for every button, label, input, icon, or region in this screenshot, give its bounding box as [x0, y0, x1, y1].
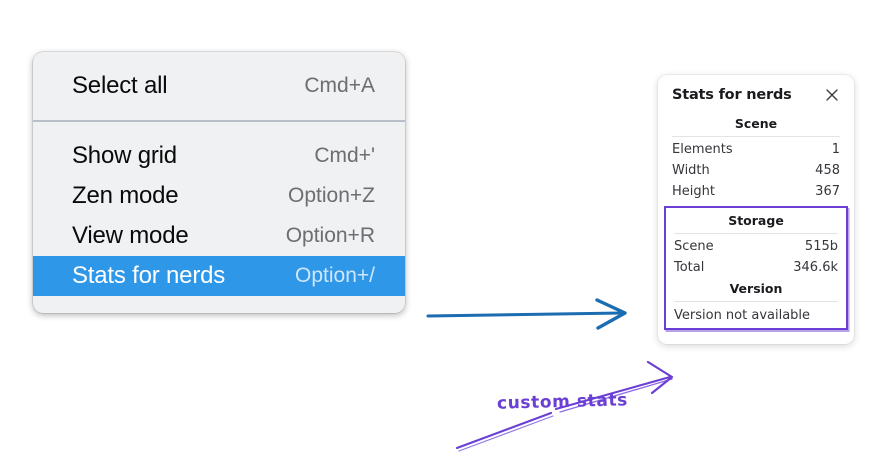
- context-menu: Select all Cmd+A Show grid Cmd+' Zen mod…: [33, 52, 405, 313]
- section-divider: [674, 233, 838, 234]
- stat-row-elements: Elements 1: [672, 139, 840, 160]
- stat-label: Elements: [672, 142, 733, 157]
- menu-item-label: View mode: [72, 222, 189, 249]
- stat-value: 367: [815, 184, 840, 199]
- stat-label: Scene: [674, 239, 714, 254]
- stat-label: Height: [672, 184, 715, 199]
- version-not-available-text: Version not available: [674, 308, 811, 323]
- menu-item-shortcut: Option+/: [295, 264, 375, 287]
- stat-label: Total: [674, 260, 705, 275]
- menu-bottom-padding: [33, 296, 405, 313]
- custom-stats-underline: [455, 411, 554, 452]
- stats-panel-header: Stats for nerds: [672, 87, 840, 103]
- menu-item-stats-for-nerds[interactable]: Stats for nerds Option+/: [33, 256, 405, 296]
- menu-to-panel-arrow: [426, 298, 627, 330]
- stat-label: Width: [672, 163, 710, 178]
- stats-section-version: Version Version not available: [674, 278, 838, 324]
- custom-stats-note: custom stats: [496, 390, 629, 414]
- menu-item-label: Select all: [72, 72, 168, 99]
- custom-stats-highlight-box: Storage Scene 515b Total 346.6k Version …: [664, 206, 848, 330]
- menu-item-shortcut: Cmd+A: [304, 74, 375, 97]
- stat-row-storage-scene: Scene 515b: [674, 236, 838, 257]
- menu-item-shortcut: Cmd+': [314, 144, 375, 167]
- stat-value: 515b: [804, 239, 838, 254]
- menu-item-shortcut: Option+R: [285, 224, 375, 247]
- section-title-storage: Storage: [728, 213, 784, 228]
- menu-item-label: Stats for nerds: [72, 262, 226, 289]
- menu-item-select-all[interactable]: Select all Cmd+A: [33, 66, 405, 106]
- close-icon[interactable]: [824, 87, 840, 103]
- section-divider: [672, 136, 840, 137]
- stats-section-scene: Scene Elements 1 Width 458 Height 367: [672, 113, 840, 202]
- menu-item-shortcut: Option+Z: [288, 184, 375, 207]
- menu-item-label: Show grid: [72, 142, 177, 169]
- menu-item-view-mode[interactable]: View mode Option+R: [33, 216, 405, 256]
- menu-group-view: Show grid Cmd+' Zen mode Option+Z View m…: [33, 122, 405, 313]
- menu-item-zen-mode[interactable]: Zen mode Option+Z: [33, 176, 405, 216]
- section-title-version: Version: [729, 281, 783, 296]
- stat-value: 1: [831, 142, 840, 157]
- stats-section-storage: Storage Scene 515b Total 346.6k: [674, 210, 838, 278]
- stats-panel-title: Stats for nerds: [672, 87, 792, 103]
- section-title-scene: Scene: [734, 116, 778, 131]
- menu-item-label: Zen mode: [72, 182, 179, 209]
- stat-row-storage-total: Total 346.6k: [674, 257, 838, 278]
- menu-item-show-grid[interactable]: Show grid Cmd+': [33, 136, 405, 176]
- stat-value: 458: [815, 163, 840, 178]
- menu-group-edit: Select all Cmd+A: [33, 52, 405, 122]
- stat-value: 346.6k: [793, 260, 838, 275]
- stat-row-width: Width 458: [672, 160, 840, 181]
- stats-for-nerds-panel: Stats for nerds Scene Elements 1 Width 4…: [658, 75, 854, 344]
- stat-row-height: Height 367: [672, 181, 840, 202]
- section-divider: [674, 301, 838, 302]
